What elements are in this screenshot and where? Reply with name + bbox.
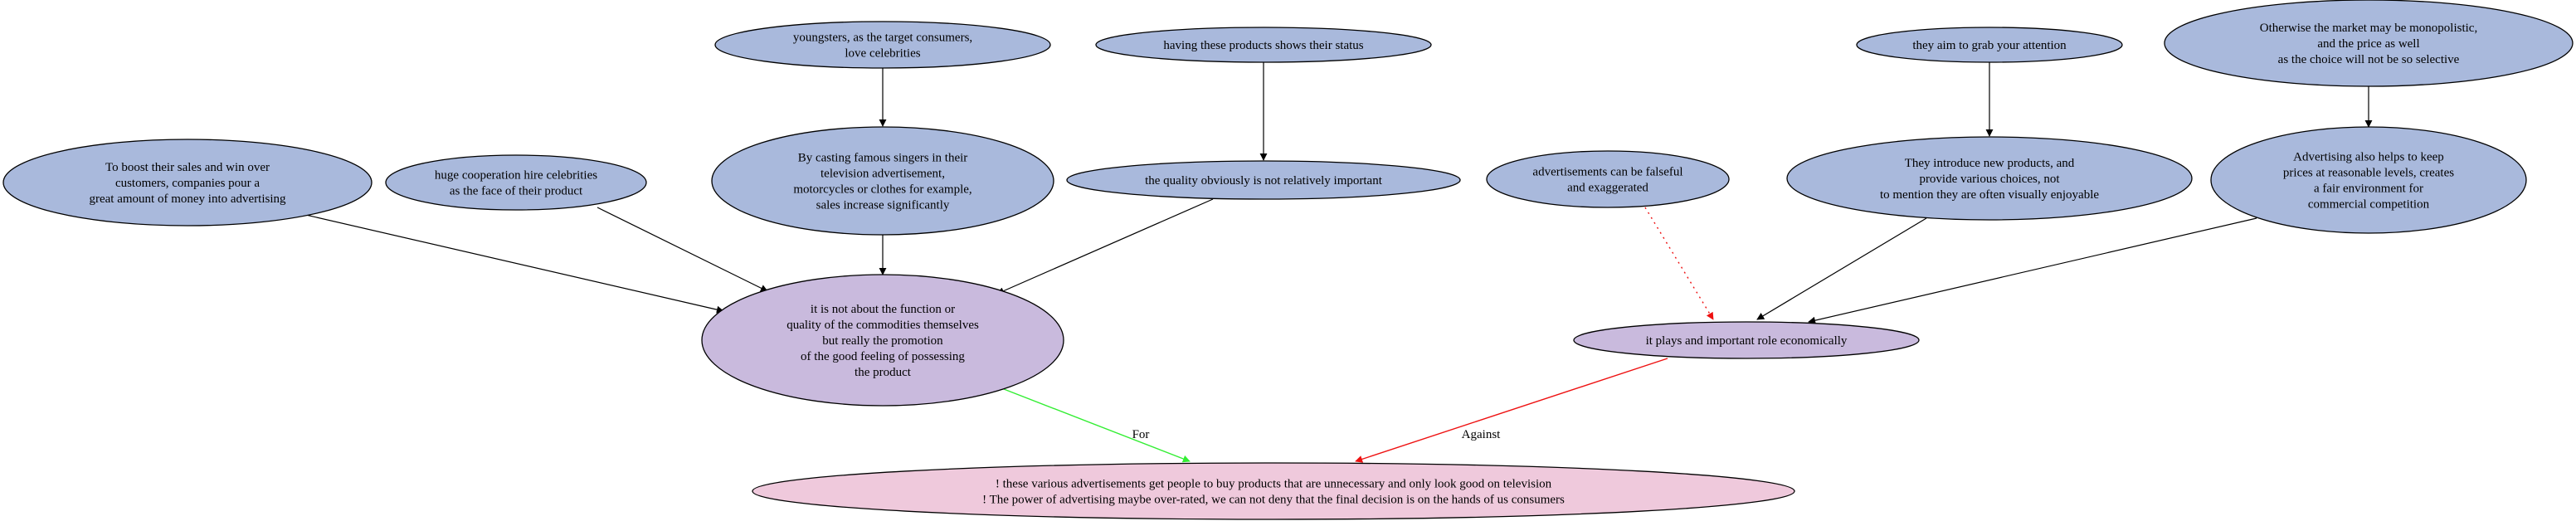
edge-boost-sales-to-not-function <box>298 212 724 314</box>
edge-cooperation-to-not-function <box>597 207 768 292</box>
node-cooperation: huge cooperation hire celebrities as the … <box>385 154 647 211</box>
node-label: By casting famous singers in their televi… <box>793 152 971 212</box>
edge-against <box>1355 358 1668 463</box>
edge-for <box>1003 388 1191 463</box>
node-label-line: commercial competition <box>2308 198 2430 212</box>
node-label-line: By casting famous singers in their <box>798 152 968 165</box>
node-reasonable-prices: Advertising also helps to keep prices at … <box>2210 126 2527 234</box>
node-label-line: youngsters, as the target consumers, <box>793 32 972 45</box>
node-label: ! these various advertisements get peopl… <box>982 478 1565 507</box>
node-label-line: Otherwise the market may be monopolistic… <box>2260 22 2477 35</box>
node-label-line: prices at reasonable levels, creates <box>2283 167 2454 180</box>
node-label-line: ! these various advertisements get peopl… <box>996 478 1552 491</box>
node-false-ads: advertisements can be falseful and exagge… <box>1486 150 1730 208</box>
node-label-line: love celebrities <box>845 47 920 61</box>
node-youngsters: youngsters, as the target consumers, love… <box>714 21 1051 69</box>
node-new-products: They introduce new products, and provide … <box>1786 136 2193 221</box>
node-label: Advertising also helps to keep prices at … <box>2283 151 2454 212</box>
node-label-line: and exaggerated <box>1567 182 1648 195</box>
node-status: having these products shows their status <box>1095 27 1432 63</box>
node-label: it is not about the function or quality o… <box>786 303 979 379</box>
edge-label-against: Against <box>1462 428 1501 441</box>
edge-quality-to-not-function <box>996 198 1214 295</box>
node-label-line: They introduce new products, and <box>1905 157 2075 170</box>
edge-false-ads-to-economic-role <box>1644 207 1714 320</box>
node-label-line: television advertisement, <box>821 168 945 181</box>
node-label-line: of the good feeling of possessing <box>801 350 965 363</box>
node-label-line: the product <box>855 366 912 379</box>
node-label-line: a fair environment for <box>2314 183 2423 196</box>
node-label-line: advertisements can be falseful <box>1532 166 1682 179</box>
node-label-line: the quality obviously is not relatively … <box>1145 174 1383 188</box>
node-conclusion: ! these various advertisements get peopl… <box>752 462 1795 520</box>
node-label-line: Advertising also helps to keep <box>2293 151 2444 164</box>
node-label: the quality obviously is not relatively … <box>1145 174 1383 188</box>
node-boost-sales: To boost their sales and win over custome… <box>2 139 373 226</box>
node-monopoly: Otherwise the market may be monopolistic… <box>2164 0 2574 87</box>
node-label-line: sales increase significantly <box>816 199 950 212</box>
node-label-line: quality of the commodities themselves <box>786 319 979 332</box>
node-label: advertisements can be falseful and exagge… <box>1532 166 1682 195</box>
node-label: huge cooperation hire celebrities as the … <box>435 169 597 198</box>
node-label-line: to mention they are often visually enjoy… <box>1880 188 2099 202</box>
node-label-line: huge cooperation hire celebrities <box>435 169 597 183</box>
node-label-line: provide various choices, not <box>1919 173 2060 186</box>
node-quality: the quality obviously is not relatively … <box>1066 160 1461 200</box>
node-label: they aim to grab your attention <box>1912 39 2067 52</box>
node-label-line: but really the promotion <box>822 334 943 348</box>
node-label-line: and the price as well <box>2317 37 2419 51</box>
node-label-line: customers, companies pour a <box>115 177 260 190</box>
node-label: it plays and important role economically <box>1646 334 1848 348</box>
node-attention: they aim to grab your attention <box>1856 27 2123 63</box>
edge-reasonable-prices-to-economic-role <box>1808 217 2257 324</box>
node-label: youngsters, as the target consumers, love… <box>793 32 972 61</box>
node-label-line: great amount of money into advertising <box>89 192 286 206</box>
node-label-line: having these products shows their status <box>1163 39 1363 52</box>
node-label-line: ! The power of advertising maybe over-ra… <box>982 494 1565 507</box>
edge-label-for: For <box>1132 428 1150 441</box>
node-label: To boost their sales and win over custome… <box>89 161 286 206</box>
node-label-line: as the face of their product <box>450 185 583 198</box>
edge-new-products-to-economic-role <box>1756 217 1927 320</box>
node-label-line: motorcycles or clothes for example, <box>793 183 971 197</box>
node-label-line: To boost their sales and win over <box>105 161 270 174</box>
node-label: Otherwise the market may be monopolistic… <box>2260 22 2477 66</box>
node-economic-role: it plays and important role economically <box>1573 321 1920 359</box>
node-label-line: it plays and important role economically <box>1646 334 1848 348</box>
node-label-line: it is not about the function or <box>811 303 955 316</box>
node-label: having these products shows their status <box>1163 39 1363 52</box>
node-label: They introduce new products, and provide … <box>1880 157 2099 202</box>
node-famous-singers: By casting famous singers in their televi… <box>711 126 1054 236</box>
node-not-function: it is not about the function or quality o… <box>701 274 1064 407</box>
node-label-line: they aim to grab your attention <box>1912 39 2067 52</box>
node-label-line: as the choice will not be so selective <box>2278 53 2460 66</box>
